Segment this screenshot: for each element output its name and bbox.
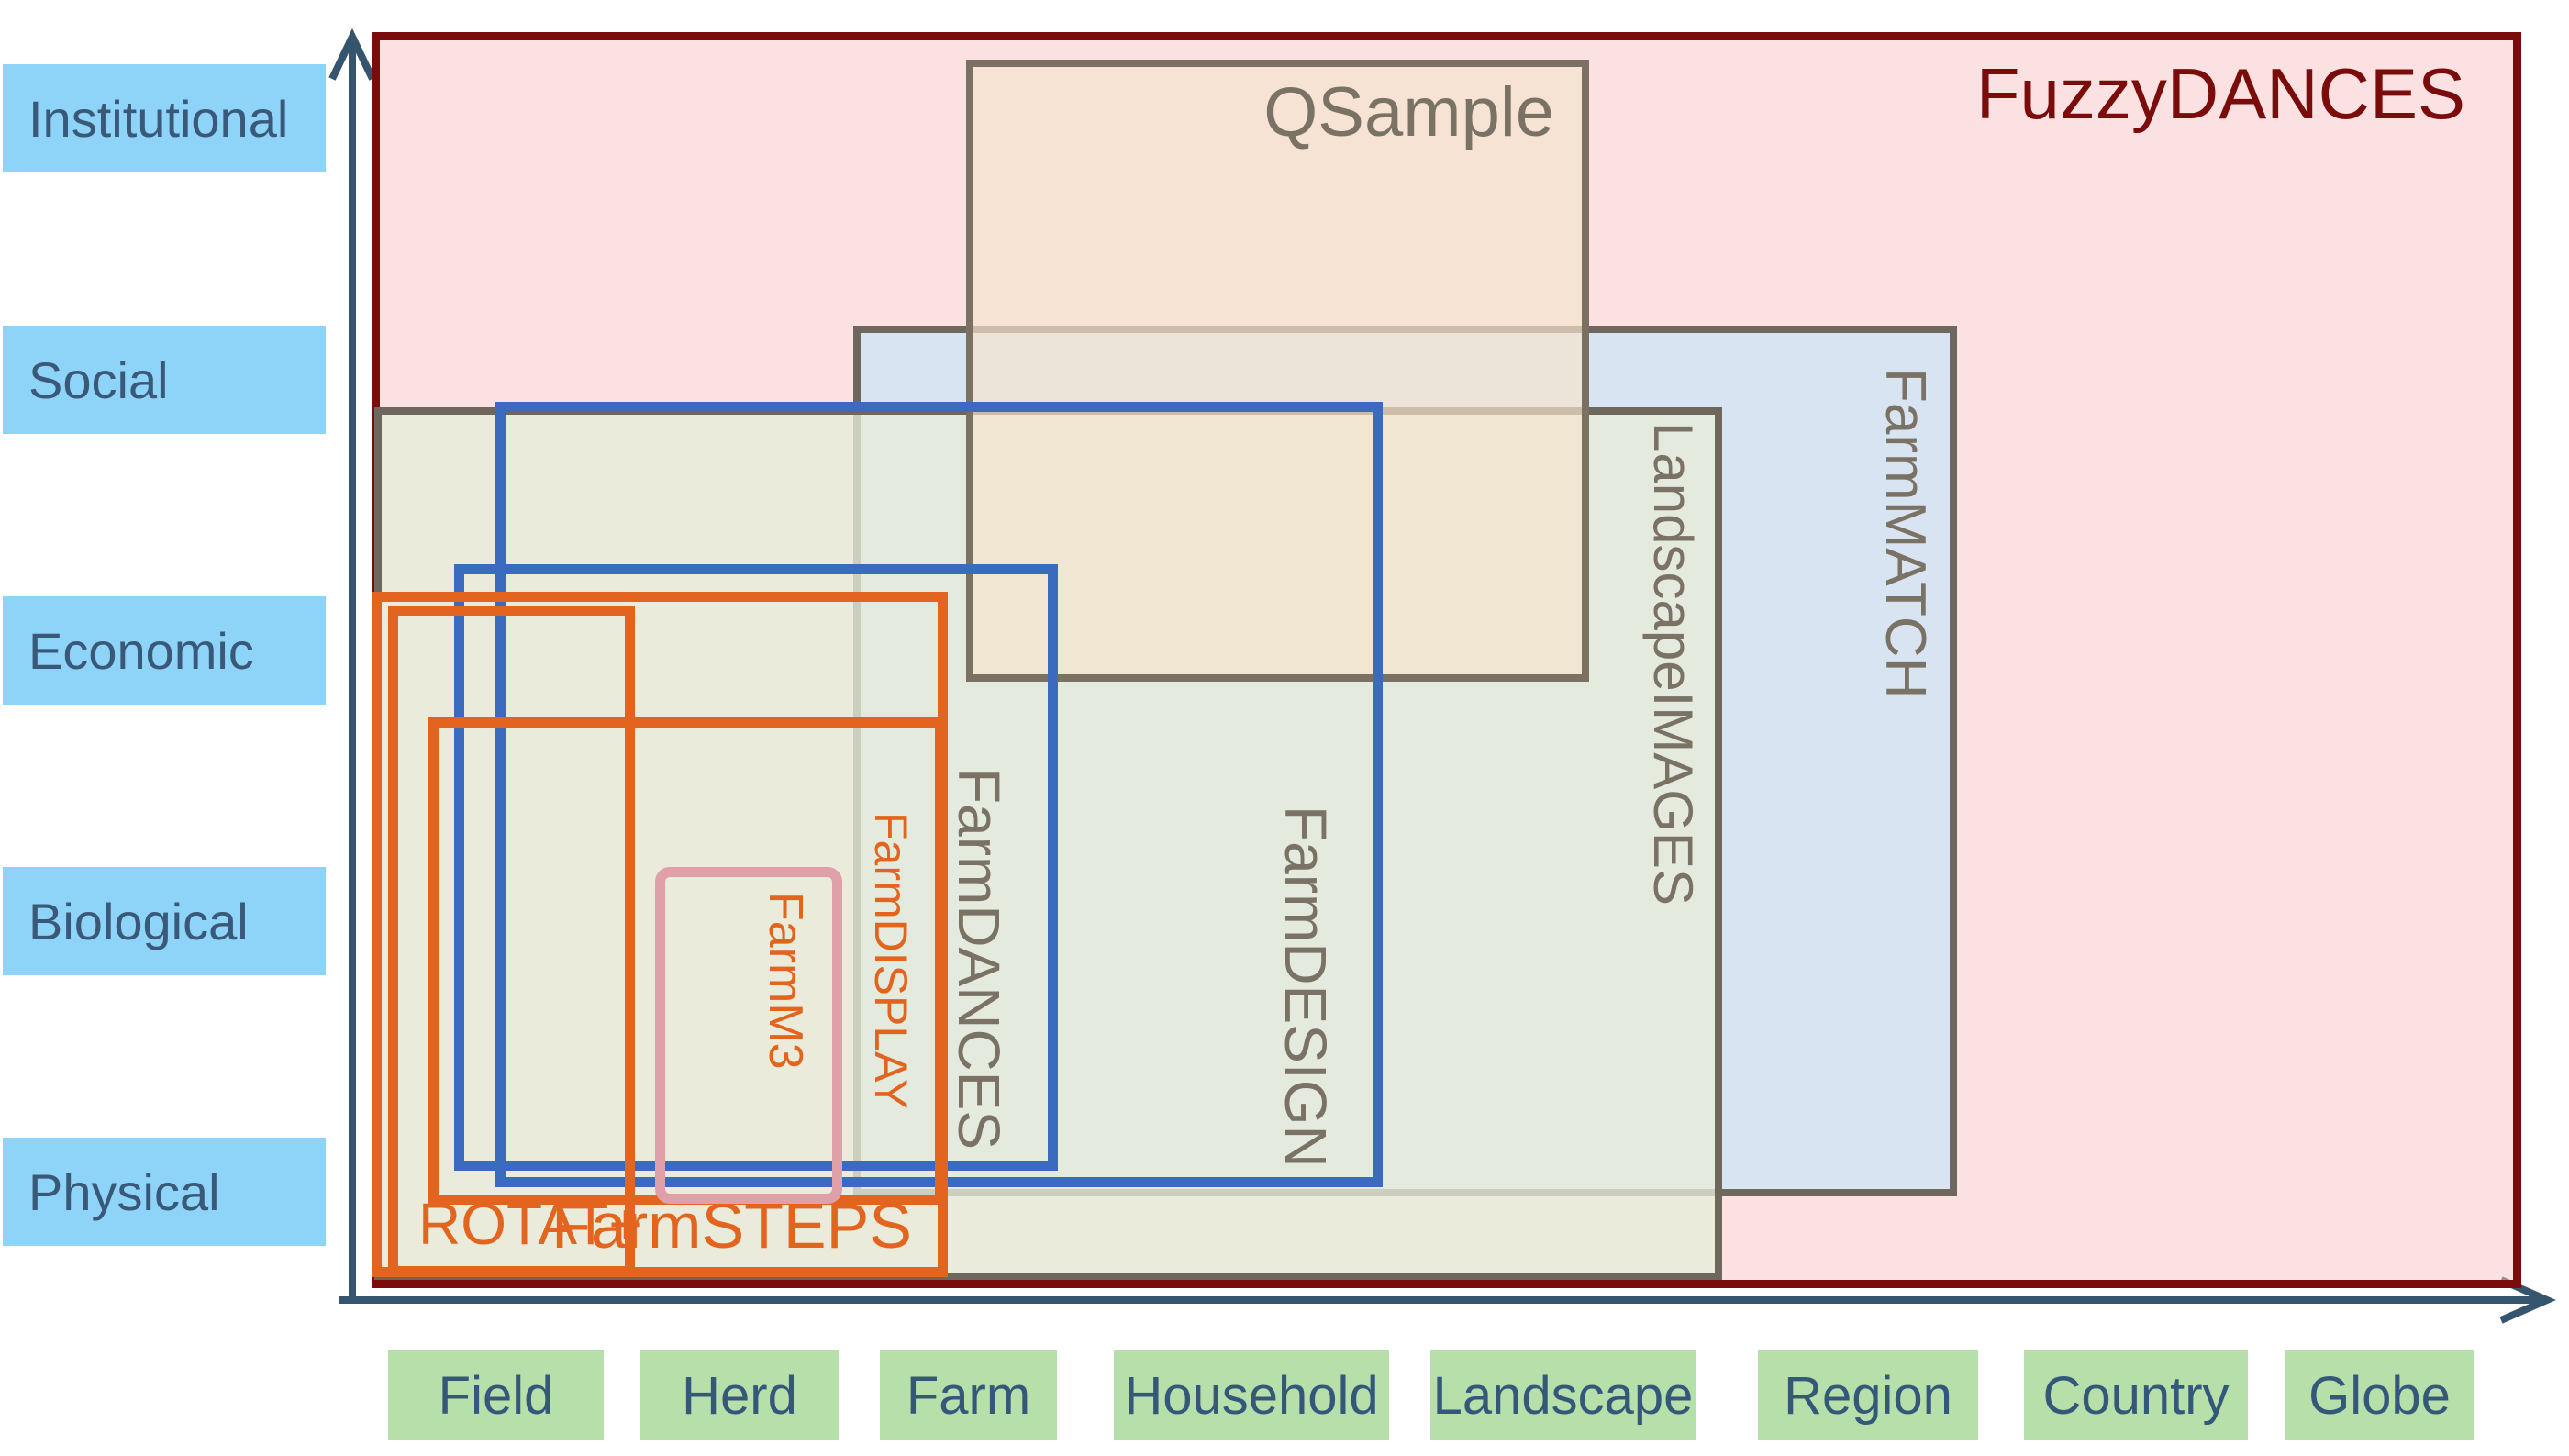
x-axis-label-farm: Farm: [880, 1350, 1057, 1440]
model-label-farmdesign: FarmDESIGN: [1273, 806, 1339, 1168]
x-axis-label-household: Household: [1114, 1350, 1389, 1440]
x-axis-label-landscape: Landscape: [1430, 1350, 1696, 1440]
model-label-farmdisplay: FarmDISPLAY: [865, 812, 917, 1110]
y-axis-arrowhead: [328, 28, 376, 81]
x-axis-label-herd: Herd: [640, 1350, 839, 1440]
x-axis-label-region: Region: [1758, 1350, 1978, 1440]
model-box-farmm3: FarmM3: [655, 867, 842, 1204]
y-axis-label-physical: Physical: [3, 1138, 326, 1246]
model-label-farmm3: FarmM3: [759, 892, 812, 1070]
x-axis-label-globe: Globe: [2285, 1350, 2474, 1440]
model-label-farmmatch: FarmMATCH: [1874, 368, 1937, 699]
model-label-fuzzydances: FuzzyDANCES: [1975, 53, 2465, 134]
x-axis-label-country: Country: [2024, 1350, 2248, 1440]
model-box-qsample: QSample: [966, 60, 1589, 682]
y-axis-label-economic: Economic: [3, 596, 326, 705]
y-axis-label-biological: Biological: [3, 867, 326, 975]
model-box-farmdances: FarmDANCES: [454, 564, 1058, 1171]
y-axis-label-social: Social: [3, 326, 326, 434]
model-label-qsample: QSample: [1263, 73, 1554, 151]
model-label-farmdances: FarmDANCES: [946, 767, 1012, 1150]
y-axis-label-institutional: Institutional: [3, 64, 326, 172]
x-axis-label-field: Field: [388, 1350, 604, 1440]
model-label-landscapeimages: LandscapeIMAGES: [1642, 422, 1704, 906]
